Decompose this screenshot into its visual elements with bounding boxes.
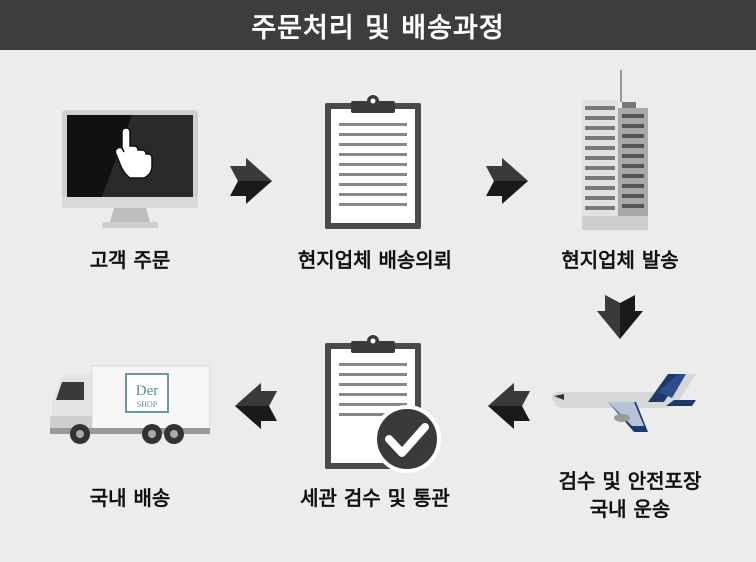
- step-label-inspection: 검수 및 안전포장 국내 운송: [520, 467, 740, 523]
- arrow-left-icon: [235, 383, 277, 429]
- arrow-down-icon: [597, 295, 643, 339]
- step-label-request: 현지업체 배송의뢰: [297, 248, 453, 272]
- step-label-delivery: 국내 배송: [89, 486, 171, 510]
- step-label-order: 고객 주문: [89, 248, 171, 272]
- truck-logo-sub: SHOP: [137, 400, 158, 409]
- truck-icon: Der SHOP: [50, 365, 211, 444]
- step-label-dispatch: 현지업체 발송: [561, 248, 679, 272]
- clipboard-icon: [325, 95, 421, 229]
- airplane-icon: [551, 374, 696, 432]
- checkmark-icon: [373, 405, 441, 473]
- step-label-customs: 세관 검수 및 통관: [300, 486, 450, 510]
- title-bar: 주문처리 및 배송과정: [0, 0, 756, 50]
- page-title: 주문처리 및 배송과정: [251, 12, 505, 44]
- truck-logo-brand: Der: [136, 383, 159, 399]
- building-icon: [582, 70, 648, 230]
- clipboard-check-icon: [325, 335, 441, 473]
- monitor-icon: [62, 110, 198, 228]
- arrow-left-icon: [488, 383, 530, 429]
- step-label-inspection-line2: 국내 운송: [589, 497, 671, 521]
- step-label-inspection-line1: 검수 및 안전포장: [558, 469, 702, 493]
- hand-cursor-icon: [114, 127, 153, 179]
- arrow-right-icon: [230, 158, 272, 204]
- arrow-right-icon: [486, 158, 528, 204]
